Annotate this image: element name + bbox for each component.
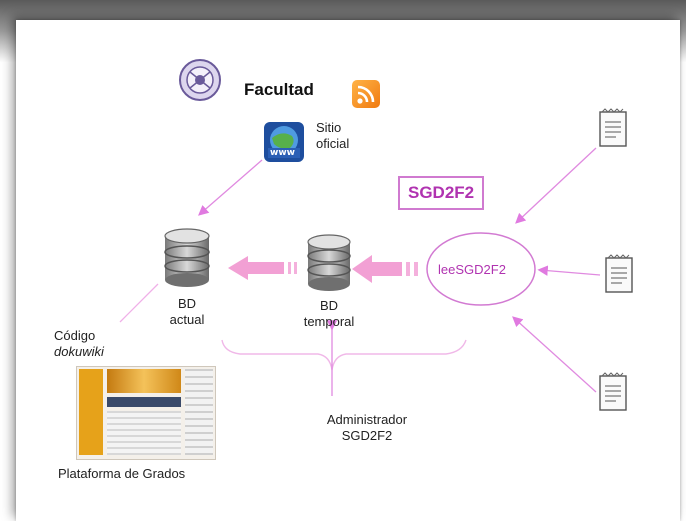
bd-actual-label: BD actual xyxy=(160,296,214,328)
sgd2f2-box: SGD2F2 xyxy=(398,176,485,210)
link-doc3-to-lee xyxy=(512,316,597,393)
admin-brace xyxy=(221,339,467,371)
facultad-title: Facultad xyxy=(244,80,314,99)
arrow-lee-to-temporal xyxy=(352,255,418,283)
arrow-temporal-to-actual xyxy=(228,256,297,280)
sitio-line2: oficial xyxy=(316,136,350,151)
document-icon xyxy=(598,372,628,412)
link-doc1-to-lee xyxy=(515,147,597,224)
database-icon xyxy=(304,234,354,292)
codigo-label: Código dokuwiki xyxy=(54,328,104,360)
codigo-line2: dokuwiki xyxy=(54,344,104,359)
lee-label: leeSGD2F2 xyxy=(438,262,506,277)
codigo-line1: Código xyxy=(54,328,96,343)
rss-icon[interactable] xyxy=(352,80,380,108)
www-globe-icon[interactable]: www xyxy=(262,120,306,164)
link-bd-to-codigo xyxy=(119,283,159,323)
document-icon xyxy=(598,108,628,148)
plataforma-label: Plataforma de Grados xyxy=(58,466,186,481)
link-site-to-bd xyxy=(198,159,263,216)
admin-label: Administrador SGD2F2 xyxy=(312,412,422,444)
website-thumbnail[interactable] xyxy=(76,366,216,460)
bd-temporal-label: BD temporal xyxy=(292,298,366,330)
seal-icon xyxy=(178,58,222,102)
lee-ellipse xyxy=(426,232,536,306)
admin-line1: Administrador xyxy=(326,412,408,427)
database-icon xyxy=(162,228,212,288)
sitio-line1: Sitio xyxy=(316,120,342,135)
link-doc2-to-lee xyxy=(537,265,601,276)
document-icon xyxy=(604,254,634,294)
admin-line2: SGD2F2 xyxy=(341,428,393,443)
bd-actual-line1: BD xyxy=(177,296,197,311)
bd-temporal-line2: temporal xyxy=(303,314,355,329)
bd-temporal-line1: BD xyxy=(319,298,339,313)
sitio-label: Sitio oficial xyxy=(316,120,349,152)
bd-actual-line2: actual xyxy=(169,312,205,327)
